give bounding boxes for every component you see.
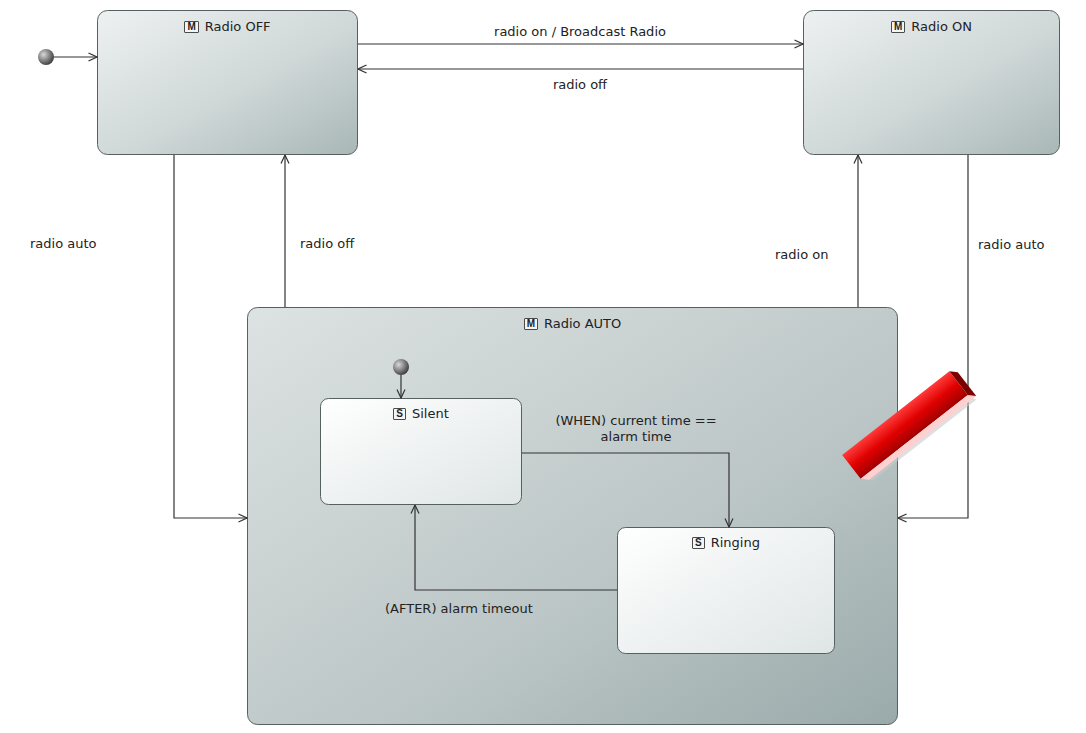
state-name: Radio AUTO (544, 316, 621, 332)
substate-box: S Silent (320, 398, 522, 505)
substate-box: S Ringing (617, 527, 835, 654)
stereotype-badge: S (692, 537, 705, 549)
state-header: S Silent (320, 406, 522, 422)
transition-label: radio off (480, 77, 680, 93)
initial-state (38, 49, 97, 65)
state-name: Radio ON (911, 19, 972, 35)
state-outline (321, 399, 522, 505)
state-name: Silent (412, 406, 449, 422)
red-marker (842, 368, 978, 486)
transition-label: radio on / Broadcast Radio (420, 24, 740, 40)
state-outline (618, 528, 835, 654)
transition-arrow (415, 505, 617, 590)
state-header: M Radio ON (803, 19, 1060, 35)
transition-label: radio on (775, 247, 853, 263)
state-header: M Radio OFF (97, 19, 358, 35)
state-name: Ringing (711, 535, 760, 551)
transition-label: radio auto (30, 236, 160, 252)
transition-label: (AFTER) alarm timeout (385, 601, 585, 617)
transition-arrow (358, 43, 803, 44)
transition-label: (WHEN) current time == alarm time (545, 413, 727, 445)
state-outline (248, 308, 898, 725)
state-name: Radio OFF (205, 19, 271, 35)
transition-arrow (857, 155, 858, 307)
stereotype-badge: M (184, 21, 198, 33)
state-box: M Radio OFF (97, 10, 358, 155)
state-outline (98, 11, 358, 155)
state-outline (804, 11, 1060, 155)
state-header: M Radio AUTO (247, 316, 898, 332)
transition-arrow (174, 155, 247, 518)
transition-arrow (898, 155, 968, 518)
transition-label: radio auto (978, 237, 1078, 253)
transition-arrow (284, 155, 285, 307)
transition-label: radio off (300, 236, 420, 252)
state-box: SSilentSRingingMRadio AUTO (247, 307, 898, 725)
stereotype-badge: M (891, 21, 905, 33)
state-box: M Radio ON (803, 10, 1060, 155)
transition-arrow (522, 453, 729, 527)
initial-state (393, 359, 409, 398)
stereotype-badge: S (393, 408, 406, 420)
transition-arrow (358, 68, 803, 69)
state-header: S Ringing (617, 535, 835, 551)
stereotype-badge: M (524, 318, 538, 330)
